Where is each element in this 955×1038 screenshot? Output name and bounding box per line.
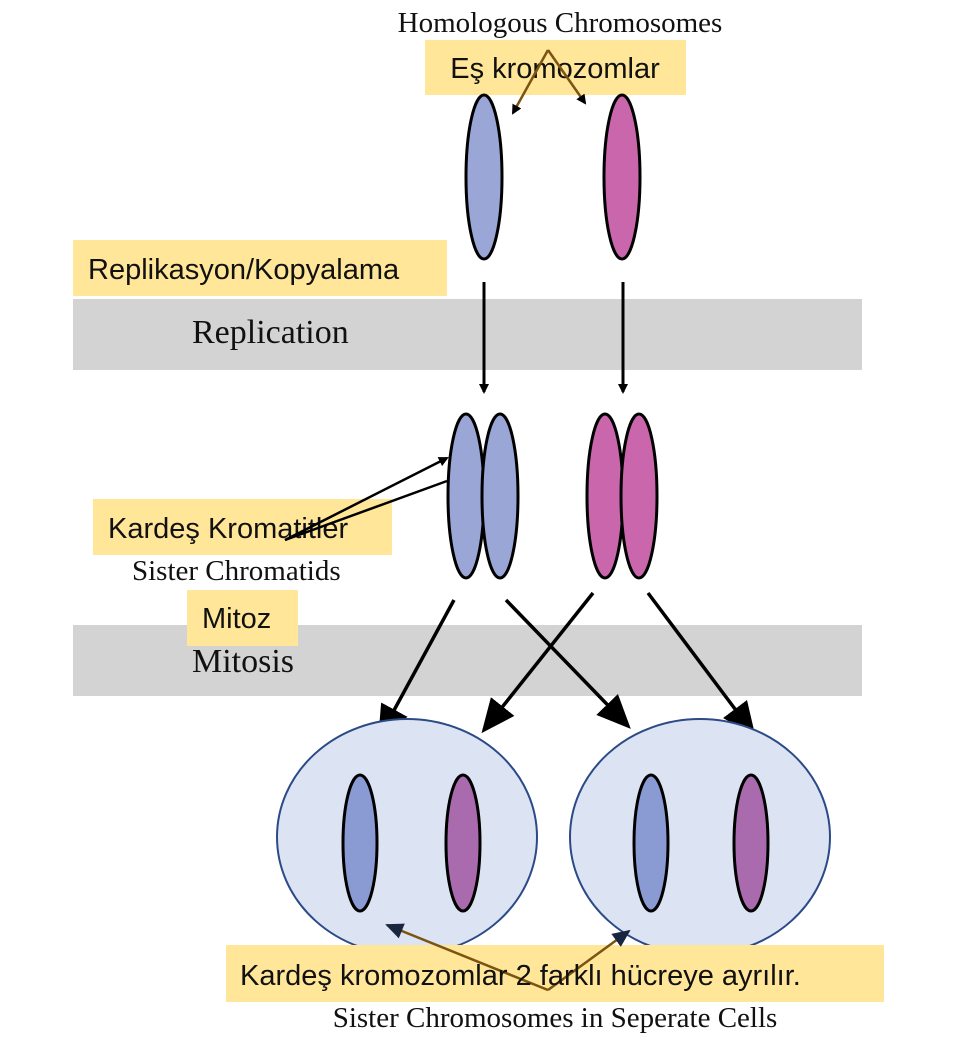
sister-chromatids-tr-highlight: [93, 499, 392, 555]
homologous-tr-label: Eş kromozomlar: [450, 53, 660, 85]
replication-band: [73, 299, 862, 370]
separate-cells-en-label: Sister Chromosomes in Seperate Cells: [333, 1002, 778, 1034]
mitosis-arrow-1: [378, 599, 456, 740]
chromatid-pink-right: [619, 412, 659, 580]
replication-en-label: Replication: [192, 314, 349, 351]
chromatid-blue-left: [446, 412, 486, 580]
cell-left-chromosome-blue: [341, 773, 379, 913]
mitosis-en-label: Mitosis: [192, 643, 294, 680]
homologous-tr-highlight: [425, 40, 686, 95]
cell-right-chromosome-blue: [632, 773, 670, 913]
separate-cells-tr-label: Kardeş kromozomlar 2 farklı hücreye ayrı…: [240, 960, 801, 992]
separate-cells-pointer-left: [385, 923, 549, 992]
homologous-title: Homologous Chromosomes: [398, 7, 723, 39]
cell-left-chromosome-pink: [444, 773, 482, 913]
cell-right-chromosome-pink: [732, 773, 770, 913]
chromosome-pink-top: [602, 93, 642, 261]
homologous-annotation-arrow-left: [511, 49, 550, 115]
chromatid-pink-left: [585, 412, 625, 580]
sister-chromatids-pointer-1: [284, 456, 449, 542]
replication-tr-label: Replikasyon/Kopyalama: [88, 254, 400, 286]
sister-chromatids-pointer-2: [284, 479, 448, 542]
daughter-cell-left: [276, 718, 538, 956]
mitosis-arrow-3: [481, 591, 595, 734]
daughter-cell-right: [569, 718, 831, 956]
mitosis-arrow-4: [646, 591, 756, 737]
chromatid-blue-right: [480, 412, 520, 580]
mitosis-tr-label: Mitoz: [202, 603, 271, 635]
chromosome-blue-top: [464, 93, 504, 261]
separate-cells-pointer-right: [547, 929, 631, 992]
mitosis-arrow-2: [504, 598, 631, 729]
mitosis-tr-highlight: [187, 590, 298, 646]
replication-tr-highlight: [73, 240, 447, 296]
homologous-annotation-arrow-right: [546, 49, 587, 105]
sister-chromatids-en-label: Sister Chromatids: [132, 555, 341, 587]
separate-cells-tr-highlight: [226, 945, 884, 1002]
